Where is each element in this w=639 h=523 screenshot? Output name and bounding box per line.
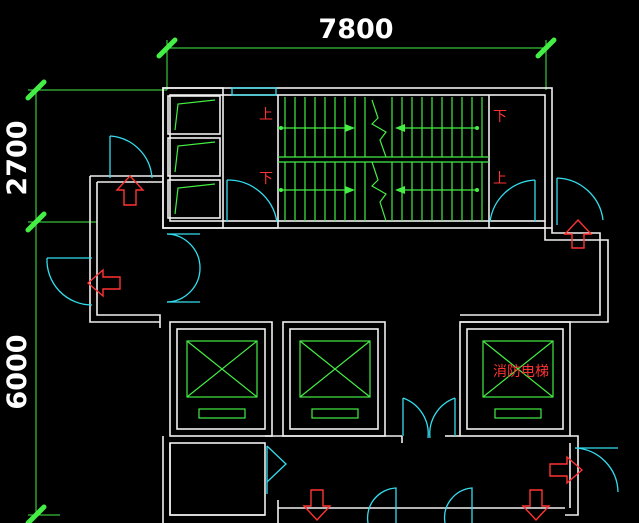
walls	[89, 87, 609, 523]
stair-treads	[284, 97, 483, 221]
doors	[46, 135, 619, 523]
stair-label-down-right: 下	[493, 109, 507, 125]
ventilation-ducts	[167, 95, 221, 219]
dimension-left: 2700 6000	[2, 79, 167, 523]
fire-elevator-label: 消防电梯	[493, 364, 549, 380]
evacuation-arrows	[86, 174, 593, 522]
stair-label-up-right: 上	[493, 171, 507, 187]
dimension-left-upper-label: 2700	[2, 120, 33, 195]
dimension-top: 7800	[156, 14, 557, 90]
dimension-top-label: 7800	[318, 14, 393, 45]
stair-rails	[278, 99, 489, 222]
elevators	[186, 340, 554, 419]
dimension-left-lower-label: 6000	[2, 334, 33, 409]
stair-label-up-left: 上	[259, 107, 273, 123]
stair-label-down-left: 下	[259, 171, 273, 187]
